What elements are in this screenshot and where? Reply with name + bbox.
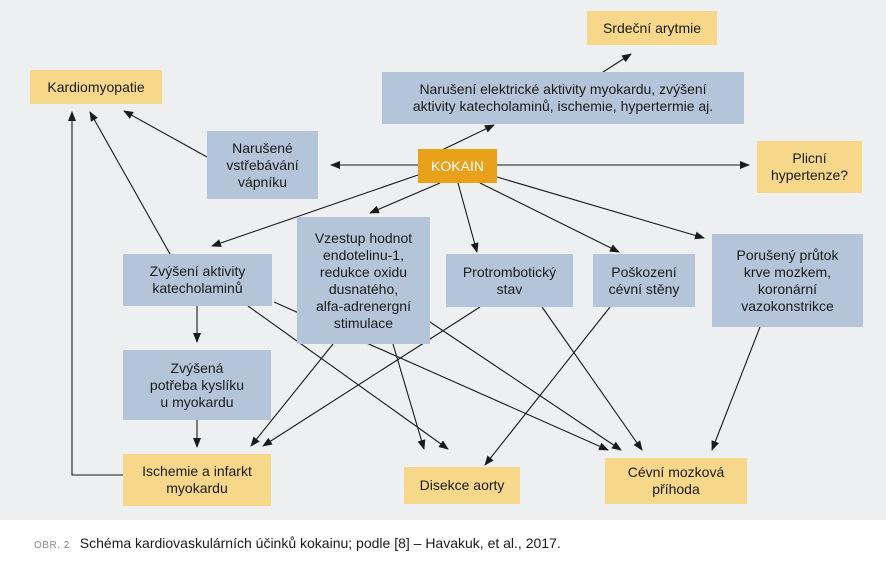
arrow-kokain-to-vzestup-endotelinu [369,182,441,214]
arrow-vzestup-endotelinu-to-disekce-aorty [392,343,426,450]
diagram-panel: Srdeční arytmie Kardiomyopatie Narušení … [0,0,886,520]
node-ischemie-a-infarkt: Ischemie a infarkt myokardu [123,454,271,506]
node-kokain: KOKAIN [418,149,497,183]
node-disekce-aorty: Disekce aorty [404,467,520,504]
node-cevni-mozkova-prihoda: Cévní mozková příhoda [605,458,747,504]
node-zvysena-potreba-kysliku: Zvýšená potřeba kyslíku u myokardu [123,350,271,420]
node-zvyseni-aktivity-katecholaminu: Zvýšení aktivity katecholaminů [123,254,272,306]
arrow-zvyseni-katecholaminu-to-kardiomyopatie [89,111,171,255]
arrow-kokain-to-naruseni-elektricke [441,124,495,151]
node-label: Zvýšení aktivity katecholaminů [149,263,246,296]
arrow-naruseni-vstrebavani-to-kardiomyopatie [123,110,208,158]
node-naruseni-elektricke-aktivity: Narušení elektrické aktivity myokardu, z… [382,72,744,124]
arrow-ischemie-infarkt-to-kardiomyopatie [68,111,123,476]
node-label: Disekce aorty [419,477,505,493]
figure-caption: OBR. 2 Schéma kardiovaskulárních účinků k… [34,535,561,551]
caption-text: Schéma kardiovaskulárních účinků kokainu… [79,535,561,551]
node-label: Protrombotický stav [462,263,557,297]
node-label: Cévní mozková příhoda [627,464,725,497]
node-label: Poškození cévní stěny [608,263,680,297]
arrow-protromboticky-stav-to-cevni-mozkova-prihoda [541,306,643,451]
node-label: Kardiomyopatie [47,78,145,95]
node-label: Ischemie a infarkt myokardu [142,463,252,496]
node-label: Plicní hypertenze? [770,150,849,183]
node-label: Vzestup hodnot endotelinu-1, redukce oxi… [314,229,413,331]
node-protromboticky-stav: Protrombotický stav [446,254,573,307]
arrow-poskozeni-cevni-steny-to-disekce-aorty [484,306,611,466]
node-label: Zvýšená potřeba kyslíku u myokardu [149,359,245,410]
node-vzestup-hodnot-endotelinu: Vzestup hodnot endotelinu-1, redukce oxi… [297,217,430,344]
arrow-naruseni-elektricke-to-srdecni-arytmie [599,53,632,75]
node-poskozeni-cevni-steny: Poškození cévní stěny [593,254,695,307]
node-plicni-hypertenze: Plicní hypertenze? [757,141,862,193]
node-naruseni-vstrebavani-vapniku: Narušené vstřebávání vápníku [207,131,318,199]
node-label: KOKAIN [431,157,484,174]
node-label: Narušené vstřebávání vápníku [226,139,299,190]
node-kardiomyopatie: Kardiomyopatie [30,70,162,104]
arrow-vzestup-endotelinu-to-cevni-mozkova-prihoda [429,321,622,451]
node-label: Srdeční arytmie [602,19,702,36]
arrow-kokain-to-protromboticky-stav [457,182,479,253]
node-label: Porušený průtok krve mozkem, koronární v… [736,246,839,314]
arrow-kokain-to-poruseny-prutok [496,176,705,240]
node-srdecni-arytmie: Srdeční arytmie [587,11,717,45]
node-label: Narušení elektrické aktivity myokardu, z… [412,81,714,114]
figure-label: OBR. 2 [34,540,70,551]
arrow-kokain-to-poskozeni-cevni-steny [479,182,620,253]
node-poruseny-prutok-krve: Porušený průtok krve mozkem, koronární v… [712,234,863,327]
arrow-poruseny-prutok-to-cevni-mozkova-prihoda [711,326,761,451]
